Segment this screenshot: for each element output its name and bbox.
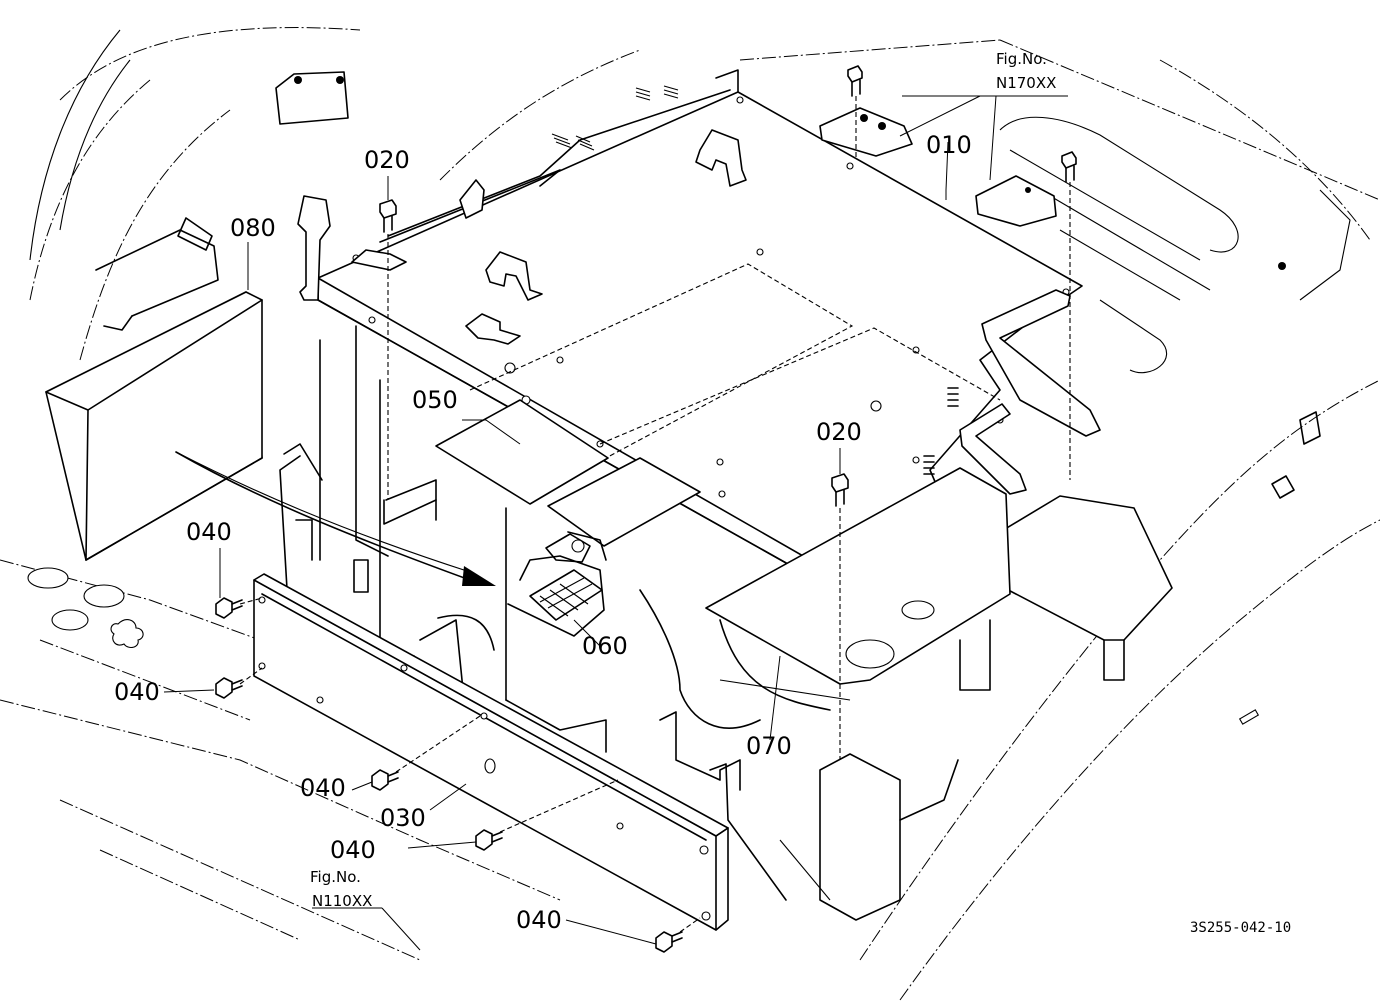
- leader-lines: [163, 95, 1068, 951]
- fig-ref-upper-title: Fig.No.: [996, 50, 1047, 68]
- bolts: [215, 65, 1077, 953]
- part-handle-bracket: [819, 107, 1286, 681]
- label-040-4: 040: [330, 836, 376, 864]
- assembly-arrow: [175, 451, 496, 586]
- label-080: 080: [230, 214, 276, 242]
- label-060: 060: [582, 632, 628, 660]
- label-020-left: 020: [364, 146, 410, 174]
- bolt-040-3: [371, 715, 481, 791]
- bolt-040-2: [215, 677, 243, 699]
- bolt-top-right-b: [1061, 151, 1077, 480]
- bolt-020-center: [831, 473, 849, 760]
- label-070: 070: [746, 732, 792, 760]
- part-labels: 010 020 020 080 050 060 070 040 040 040 …: [114, 131, 972, 934]
- frame-lower-structure: [279, 325, 991, 921]
- figure-references: Fig.No. N170XX Fig.No. N110XX: [310, 50, 1056, 910]
- label-040-2: 040: [114, 678, 160, 706]
- drawing-number: 3S255-042-10: [1190, 920, 1291, 936]
- bolt-040-1: [215, 597, 243, 619]
- bolt-040-4: [475, 779, 619, 851]
- label-010: 010: [926, 131, 972, 159]
- label-030: 030: [380, 804, 426, 832]
- part-080-box: [45, 217, 263, 561]
- label-050: 050: [412, 386, 458, 414]
- part-060-filter: [507, 531, 607, 637]
- fig-ref-lower-code: N110XX: [312, 892, 372, 910]
- label-020-center: 020: [816, 418, 862, 446]
- part-010-floor-plate: [275, 69, 1083, 601]
- bolt-040-5: [655, 917, 701, 953]
- label-040-3: 040: [300, 774, 346, 802]
- background-outlines: [0, 27, 1380, 1001]
- label-040-1: 040: [186, 518, 232, 546]
- bolt-020-left: [379, 199, 397, 500]
- part-050-sheet: [435, 263, 854, 547]
- fig-ref-lower-title: Fig.No.: [310, 868, 361, 886]
- bolt-top-right-a: [847, 65, 863, 160]
- fig-ref-upper-code: N170XX: [996, 74, 1056, 92]
- part-030-front-panel: [253, 573, 729, 931]
- label-040-5: 040: [516, 906, 562, 934]
